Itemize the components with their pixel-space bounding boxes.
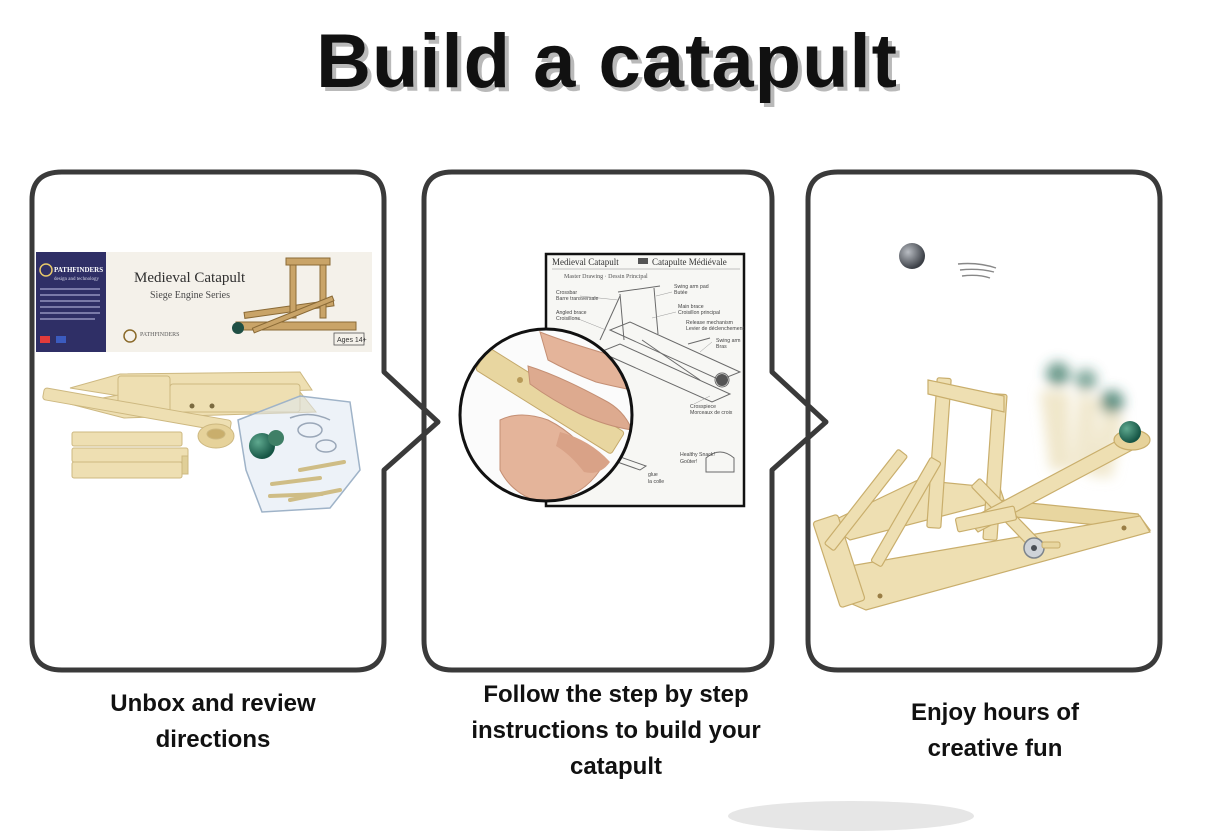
step-3-frame [805,169,1163,673]
unboxed-parts-image [42,371,361,513]
catapult-mini-icon [638,258,648,264]
sheet-label: Bras [716,344,727,350]
sheet-title-fr: Catapulte Médiévale [652,257,727,267]
step-3-caption: Enjoy hours of creative fun [911,699,1079,762]
sheet-label: Crossbar [556,290,577,296]
step-2-frame [421,169,829,673]
compass-logo-icon [39,263,53,277]
page-title: Build a catapult [316,19,898,104]
sheet-subtitle: Master Drawing · Dessin Principal [564,274,648,280]
step-2-caption: Follow the step by step instructions to … [471,681,761,780]
box-age-badge: Ages 14+ [337,337,367,344]
compass-logo-icon [123,329,137,343]
sheet-label: Levier de déclenchement [686,326,745,332]
sheet-label: Angled brace [556,310,587,316]
step-1-frame [29,169,441,673]
sheet-label: Swing arm [716,338,741,344]
steps-illustration: PATHFINDERS design and technology Mediev… [29,169,1163,673]
sheet-label: Release mechanism [686,320,733,326]
sheet-label: Main brace [678,304,704,310]
sheet-label: Swing arm pad [674,284,709,290]
step-1-caption: Unbox and review directions [110,690,316,753]
sheet-label: Barre transversale [556,296,598,302]
sheet-label: Morceaux de croix [690,410,733,416]
sheet-label: Crosspiece [690,404,716,410]
sheet-title: Medieval Catapult [552,257,619,267]
sheet-label: Croisillons [556,316,580,322]
footer-decoration [728,801,974,831]
launching-catapult-image [812,243,1152,611]
sheet-label: Croisillon principal [678,310,720,316]
sheet-label: Goûter! [680,459,697,465]
sheet-label: la colle [648,479,664,485]
magnified-hands-image [458,327,634,503]
box-brand-sub: design and technology [54,277,99,282]
box-brand-lower: PATHFINDERS [140,332,179,338]
kit-box-image: PATHFINDERS design and technology Mediev… [36,252,372,352]
sheet-label: Healthy Snack! [680,452,715,458]
sheet-label: glue [648,472,658,478]
box-product-name: Medieval Catapult [134,270,246,286]
box-series: Siege Engine Series [150,290,230,301]
box-brand: PATHFINDERS [54,266,103,274]
sheet-label: Butée [674,290,688,296]
